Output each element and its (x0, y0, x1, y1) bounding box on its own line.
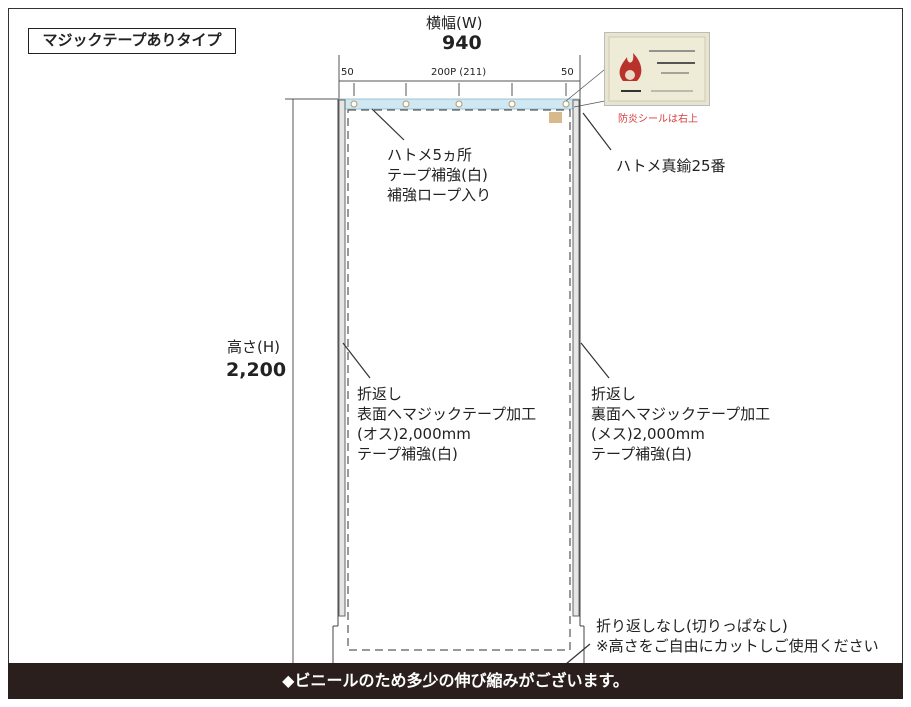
top-hem-note: ハトメ5ヵ所 テープ補強(白) 補強ロープ入り (387, 145, 491, 205)
note-line: 表面へマジックテープ加工 (357, 405, 537, 423)
left-fold-hem (338, 99, 346, 617)
note-line: 折返し (357, 385, 403, 403)
tape-reinforcement-outline (347, 109, 571, 651)
note-line: テープ補強(白) (591, 445, 692, 463)
grommet-icon (562, 100, 570, 108)
note-line: 補強ロープ入り (387, 186, 492, 204)
note-line: ※高さをご自由にカットしご使用ください (596, 637, 879, 655)
grommet-note: ハトメ真鍮25番 (616, 157, 726, 175)
seal-patch-icon (549, 112, 562, 123)
note-line: 折り返しなし(切りっぱなし) (596, 617, 788, 635)
leader-line (565, 643, 591, 665)
note-line: ハトメ5ヵ所 (387, 146, 472, 164)
left-fold-note: 折返し 表面へマジックテープ加工 (オス)2,000mm テープ補強(白) (357, 384, 536, 464)
flame-seal-image (604, 32, 710, 106)
seal-callout-line (565, 69, 605, 102)
grommet-icon (402, 100, 410, 108)
leader-line (580, 342, 610, 379)
margin-right-mark: 50 (561, 67, 574, 78)
footer-notice: ◆ビニールのため多少の伸び縮みがございます。 (8, 663, 903, 699)
grommet-icon (455, 100, 463, 108)
diagram-frame (8, 8, 903, 699)
right-fold-hem (572, 99, 580, 617)
bottom-edge-note: 折り返しなし(切りっぱなし) ※高さをご自由にカットしご使用ください (596, 616, 879, 656)
leader-line (371, 108, 405, 141)
right-fold-note: 折返し 裏面へマジックテープ加工 (メス)2,000mm テープ補強(白) (591, 384, 770, 464)
leader-line (342, 342, 371, 379)
leader-line (582, 112, 612, 151)
note-line: テープ補強(白) (387, 166, 488, 184)
note-line: 裏面へマジックテープ加工 (591, 405, 771, 423)
grommet-icon (350, 100, 358, 108)
note-line: (オス)2,000mm (357, 425, 471, 443)
seal-caption: 防炎シールは右上 (618, 114, 698, 125)
note-line: 折返し (591, 385, 637, 403)
type-label: マジックテープありタイプ (28, 28, 236, 54)
height-value: 2,200 (226, 359, 287, 381)
grommet-icon (508, 100, 516, 108)
pitch-mark: 200P (211) (431, 67, 487, 78)
margin-left-mark: 50 (341, 67, 354, 78)
note-line: テープ補強(白) (357, 445, 458, 463)
note-line: (メス)2,000mm (591, 425, 705, 443)
width-value: 940 (442, 32, 482, 54)
height-label: 高さ(H) (227, 338, 280, 356)
width-label: 横幅(W) (426, 14, 483, 32)
